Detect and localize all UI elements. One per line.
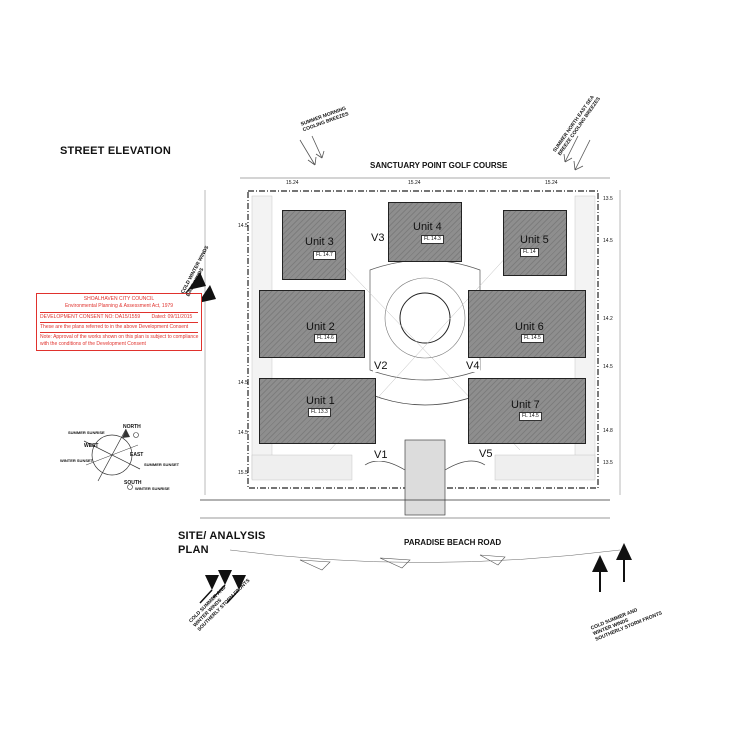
level-top-mid: 15.24: [408, 180, 421, 186]
unit-floor-level: FL 14.5: [519, 412, 542, 421]
unit-label: Unit 2: [306, 321, 335, 333]
stamp-line-1: These are the plans referred to in the a…: [40, 322, 198, 331]
car-symbol-2: [379, 557, 411, 569]
unit-block-1: Unit 1 FL 13.3: [259, 378, 376, 444]
unit-floor-level: FL 14.6: [314, 334, 337, 343]
unit-block-5: Unit 5 FL 14: [503, 210, 567, 276]
unit-floor-level: FL 14.3: [421, 235, 444, 244]
street-elevation-heading: STREET ELEVATION: [60, 145, 171, 157]
unit-floor-level: FL 13.3: [308, 408, 331, 417]
driveway-flare-east: [444, 460, 486, 471]
road-curve: [229, 549, 621, 563]
compass-summer-sunrise-label: SUMMER SUNRISE: [68, 430, 105, 435]
road-label-north: SANCTUARY POINT GOLF COURSE: [370, 161, 508, 170]
landscape-strip-southwest: [251, 454, 353, 481]
compass-south-label: SOUTH: [124, 480, 142, 486]
level-right-1: 13.5: [603, 196, 613, 202]
stamp-line-2: Note: Approval of the works shown on thi…: [40, 332, 199, 340]
roundabout-outer: [384, 277, 466, 359]
stamp-dated: Dated: 09/11/2015: [151, 314, 193, 320]
car-symbol-1: [299, 559, 331, 571]
level-right-6: 13.5: [603, 460, 613, 466]
visitor-space-v2: V2: [373, 360, 389, 372]
level-right-3: 14.2: [603, 316, 613, 322]
unit-label: Unit 4: [413, 221, 442, 233]
landscape-strip-southeast: [494, 454, 596, 481]
compass-winter-sunset-label: WINTER SUNSET: [60, 458, 94, 463]
compass-north-label: NORTH: [123, 424, 141, 430]
visitor-space-v5: V5: [478, 448, 494, 460]
level-right-4: 14.5: [603, 364, 613, 370]
level-left-3: 14.5: [238, 430, 248, 436]
compass-winter-sunrise-label: WINTER SUNRISE: [135, 486, 170, 491]
compass-rose: [83, 428, 141, 490]
level-right-5: 14.8: [603, 428, 613, 434]
unit-block-7: Unit 7 FL 14.5: [468, 378, 586, 444]
unit-block-4: Unit 4 FL 14.3: [388, 202, 462, 262]
unit-floor-level: FL 14: [520, 248, 539, 257]
level-left-4: 15.5: [238, 470, 248, 476]
compass-summer-sunset-label: SUMMER SUNSET: [144, 462, 180, 467]
unit-label: Unit 1: [306, 395, 335, 407]
level-left-2: 14.5: [238, 380, 248, 386]
unit-floor-level: FL 14.7: [313, 251, 336, 260]
stamp-consent-row: DEVELOPMENT CONSENT NO: DA15/1559 Dated:…: [40, 312, 198, 321]
wind-arrow-bottom-right: [592, 543, 632, 592]
compass-west-label: WEST: [84, 443, 99, 449]
site-analysis-heading: SITE/ ANALYSIS: [178, 530, 266, 542]
stamp-council: SHOALHAVEN CITY COUNCIL: [83, 296, 155, 302]
car-symbol-3: [479, 554, 506, 566]
unit-label: Unit 7: [511, 399, 540, 411]
unit-label: Unit 3: [305, 236, 334, 248]
wind-arrow-top-right: [563, 135, 591, 171]
compass-east-label: EAST: [130, 452, 144, 458]
council-approval-stamp: SHOALHAVEN CITY COUNCIL Environmental Pl…: [36, 293, 202, 351]
unit-floor-level: FL 14.5: [521, 334, 544, 343]
unit-block-6: Unit 6 FL 14.5: [468, 290, 586, 358]
stamp-line-3: with the conditions of the Development C…: [40, 341, 146, 347]
unit-label: Unit 5: [520, 234, 549, 246]
stamp-consent-no: DEVELOPMENT CONSENT NO: DA15/1559: [40, 314, 141, 320]
level-right-2: 14.5: [603, 238, 613, 244]
unit-block-2: Unit 2 FL 14.6: [259, 290, 365, 358]
visitor-space-v3: V3: [370, 232, 386, 244]
visitor-space-v4: V4: [465, 360, 481, 372]
driveway-entry: [404, 439, 446, 516]
stamp-act: Environmental Planning & Assessment Act,…: [64, 303, 174, 309]
wind-arrow-top-left: [299, 135, 325, 166]
road-label-south: PARADISE BEACH ROAD: [404, 538, 502, 547]
driveway-flare-west: [364, 460, 406, 471]
unit-label: Unit 6: [515, 321, 544, 333]
unit-block-3: Unit 3 FL 14.7: [282, 210, 346, 280]
level-left-1: 14.5: [238, 223, 248, 229]
site-analysis-heading-2: PLAN: [178, 544, 209, 556]
wind-arrow-bottom-left: [199, 570, 246, 604]
level-top-right: 15.24: [545, 180, 558, 186]
visitor-space-v1: V1: [373, 449, 389, 461]
level-top-left: 15.24: [286, 180, 299, 186]
central-roundabout: [399, 292, 451, 344]
